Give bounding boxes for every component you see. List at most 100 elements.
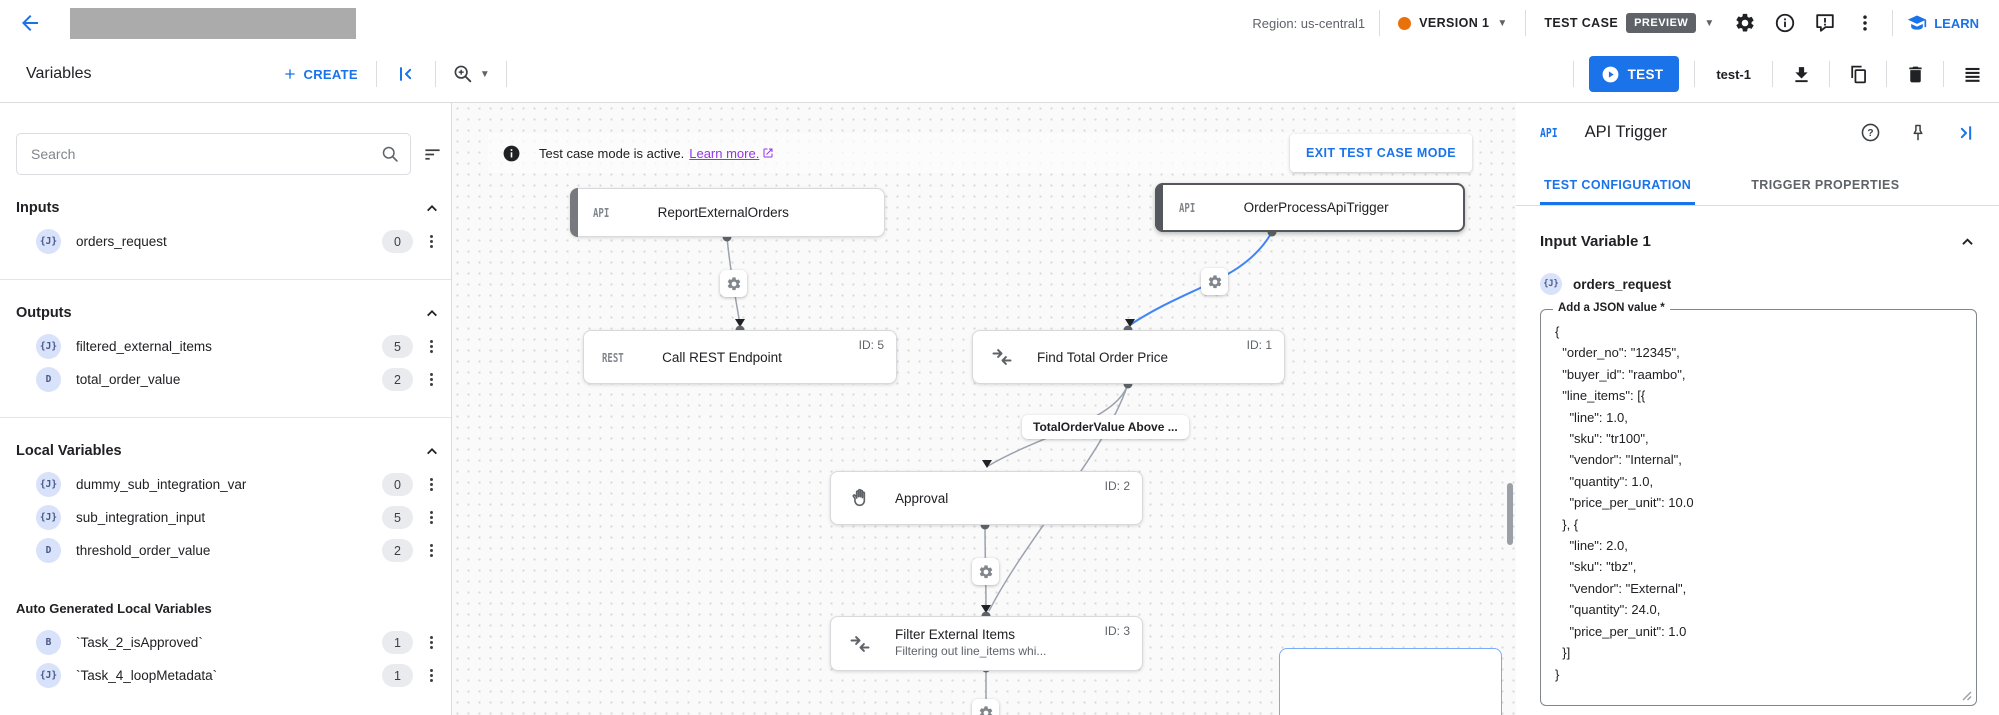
help-button[interactable]: ? xyxy=(1857,120,1883,146)
empty-selection-box[interactable] xyxy=(1279,648,1502,715)
pin-panel-button[interactable] xyxy=(1905,120,1931,146)
double-type-icon: D xyxy=(36,367,61,392)
divider xyxy=(1943,61,1944,87)
variable-name: sub_integration_input xyxy=(76,510,206,525)
variable-menu-button[interactable] xyxy=(419,230,443,254)
section-header-auto-generated[interactable]: Auto Generated Local Variables xyxy=(16,601,441,616)
section-header-outputs[interactable]: Outputs xyxy=(16,304,441,322)
edge-config-gear[interactable] xyxy=(972,558,999,585)
variable-row[interactable]: B `Task_2_isApproved` 1 xyxy=(0,626,451,659)
node-id-badge: ID: 2 xyxy=(1104,479,1130,493)
section-title: Auto Generated Local Variables xyxy=(16,601,212,616)
variable-row[interactable]: {J} `Task_4_loopMetadata` 1 xyxy=(0,659,451,692)
resize-handle-icon[interactable] xyxy=(1961,690,1972,701)
variable-menu-button[interactable] xyxy=(419,506,443,530)
exit-test-case-mode-button[interactable]: EXIT TEST CASE MODE xyxy=(1290,134,1472,172)
gear-icon xyxy=(978,705,994,715)
json-value-input[interactable]: { "order_no": "12345", "buyer_id": "raam… xyxy=(1555,321,1970,693)
variable-name: dummy_sub_integration_var xyxy=(76,477,247,492)
collapse-panel-left-button[interactable] xyxy=(393,61,419,87)
variables-sidebar: Inputs {J} orders_request 0 Outputs {J} xyxy=(0,103,452,715)
variable-name: orders_request xyxy=(76,234,167,249)
gear-icon xyxy=(978,564,994,580)
feedback-button[interactable] xyxy=(1812,10,1838,36)
node-order-process-api-trigger[interactable]: API OrderProcessApiTrigger xyxy=(1155,183,1465,232)
condition-edge-label[interactable]: TotalOrderValue Above ... xyxy=(1022,415,1189,439)
variable-menu-button[interactable] xyxy=(419,539,443,563)
usage-count-badge: 2 xyxy=(382,539,413,562)
variable-name: total_order_value xyxy=(76,372,181,387)
divider xyxy=(1572,61,1574,87)
variable-menu-button[interactable] xyxy=(419,664,443,688)
json-type-icon: {J} xyxy=(36,663,61,688)
info-button[interactable] xyxy=(1772,10,1798,36)
variable-menu-button[interactable] xyxy=(419,473,443,497)
zoom-dropdown[interactable]: ▼ xyxy=(452,63,490,85)
test-case-dropdown[interactable]: TEST CASE PREVIEW ▼ xyxy=(1540,13,1718,33)
section-title: Inputs xyxy=(16,200,60,216)
variable-row[interactable]: {J} sub_integration_input 5 xyxy=(0,501,451,534)
variable-menu-button[interactable] xyxy=(419,335,443,359)
variable-row[interactable]: {J} filtered_external_items 5 xyxy=(0,330,451,363)
back-arrow-button[interactable] xyxy=(18,11,42,35)
feedback-icon xyxy=(1816,14,1834,32)
plus-icon xyxy=(284,69,295,79)
learn-link[interactable]: LEARN xyxy=(1907,13,1979,33)
search-icon xyxy=(382,146,398,162)
sort-variables-button[interactable] xyxy=(419,141,445,167)
version-dropdown[interactable]: VERSION 1 ▼ xyxy=(1394,16,1511,30)
variable-row[interactable]: {J} dummy_sub_integration_var 0 xyxy=(0,468,451,501)
preview-badge: PREVIEW xyxy=(1626,13,1697,33)
variable-menu-button[interactable] xyxy=(419,631,443,655)
usage-count-badge: 0 xyxy=(382,473,413,496)
test-button[interactable]: TEST xyxy=(1588,56,1680,92)
json-type-icon: {J} xyxy=(36,472,61,497)
download-button[interactable] xyxy=(1788,61,1814,87)
copy-button[interactable] xyxy=(1845,61,1871,87)
more-vert-icon xyxy=(423,338,440,355)
node-find-total-order-price[interactable]: Find Total Order Price ID: 1 xyxy=(972,330,1285,384)
usage-count-badge: 1 xyxy=(382,664,413,687)
workflow-canvas[interactable]: Test case mode is active. Learn more. EX… xyxy=(452,103,1516,715)
log-list-button[interactable] xyxy=(1959,61,1985,87)
api-type-label: API xyxy=(593,205,610,220)
search-input[interactable] xyxy=(31,146,380,162)
delete-button[interactable] xyxy=(1902,61,1928,87)
test-case-name[interactable]: test-1 xyxy=(1716,66,1751,82)
node-filter-external-items[interactable]: Filter External Items Filtering out line… xyxy=(830,616,1143,671)
settings-button[interactable] xyxy=(1732,10,1758,36)
divider xyxy=(1379,10,1381,36)
chevron-up-icon xyxy=(423,442,441,460)
edge-config-gear[interactable] xyxy=(972,699,999,715)
tab-test-configuration[interactable]: TEST CONFIGURATION xyxy=(1540,178,1696,205)
banner-text: Test case mode is active. xyxy=(539,145,685,161)
edge-config-gear[interactable] xyxy=(1201,268,1228,295)
search-field[interactable] xyxy=(16,133,411,175)
chevron-down-icon: ▼ xyxy=(1704,17,1715,29)
usage-count-badge: 2 xyxy=(382,368,413,391)
tab-trigger-properties[interactable]: TRIGGER PROPERTIES xyxy=(1751,178,1900,192)
canvas-scrollbar-thumb[interactable] xyxy=(1507,483,1513,545)
divider xyxy=(1886,61,1887,87)
variable-row[interactable]: D threshold_order_value 2 xyxy=(0,534,451,567)
more-vert-icon xyxy=(423,233,440,250)
variable-row[interactable]: {J} orders_request 0 xyxy=(0,225,451,258)
divider xyxy=(434,61,436,87)
create-variable-button[interactable]: CREATE xyxy=(282,66,358,82)
variable-menu-button[interactable] xyxy=(419,368,443,392)
section-header-local-variables[interactable]: Local Variables xyxy=(16,442,441,460)
more-options-button[interactable] xyxy=(1852,10,1878,36)
more-vert-icon xyxy=(423,371,440,388)
learn-more-link[interactable]: Learn more. xyxy=(689,146,774,161)
node-call-rest-endpoint[interactable]: REST Call REST Endpoint ID: 5 xyxy=(583,330,897,384)
variable-name: `Task_2_isApproved` xyxy=(76,635,203,650)
chevron-up-icon[interactable] xyxy=(1958,232,1977,251)
collapse-panel-right-button[interactable] xyxy=(1953,120,1979,146)
edge-config-gear[interactable] xyxy=(720,270,747,297)
pin-icon xyxy=(1913,124,1923,140)
section-header-inputs[interactable]: Inputs xyxy=(16,199,441,217)
node-report-external-orders[interactable]: API ReportExternalOrders xyxy=(570,188,885,237)
json-type-icon: {J} xyxy=(36,334,61,359)
node-approval[interactable]: Approval ID: 2 xyxy=(830,471,1143,525)
variable-row[interactable]: D total_order_value 2 xyxy=(0,363,451,396)
